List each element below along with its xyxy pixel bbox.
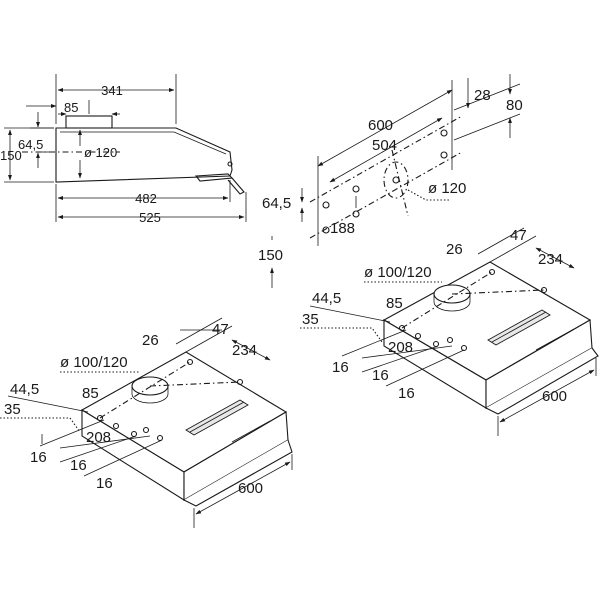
outlet-circle	[383, 161, 409, 199]
hood-left-dim-208: 208	[86, 429, 111, 446]
mount-hole-2	[322, 226, 330, 234]
hood-right-dim-208: 208	[388, 339, 413, 356]
hood-right-dim-47: 47	[510, 227, 527, 244]
mount-hole-5	[440, 129, 448, 137]
mount-hole-1	[322, 201, 330, 209]
side-handle	[227, 177, 245, 195]
hood-right-dim-35: 35	[302, 311, 319, 328]
mount-hole-6	[440, 151, 448, 159]
mount-hole-4	[352, 210, 360, 218]
hood-right-dim-16c: 16	[398, 385, 415, 402]
hood-left-dim-26: 26	[142, 332, 159, 349]
hood-right-dim-26: 26	[446, 241, 463, 258]
hood-left-dim-16b: 16	[70, 457, 87, 474]
hood-left-dim-16a: 16	[30, 449, 47, 466]
hood-right-dim-600: 600	[542, 388, 567, 405]
outlet-center	[392, 176, 400, 184]
hood-left-vent	[185, 399, 249, 436]
dim-150-label: 150	[0, 148, 22, 163]
side-collar	[65, 115, 113, 129]
dim-85-label: 85	[64, 100, 78, 115]
hood-right-view: 26 47 234 ø 100/120 44,5 85 35 208 16 16…	[300, 227, 599, 436]
hood-left-dim-44-5: 44,5	[10, 381, 39, 398]
hood-right-vent	[487, 309, 551, 346]
hood-left-dim-234: 234	[232, 342, 257, 359]
dim-diameter-120-label: ø 120	[84, 145, 117, 160]
hood-left-dim-85: 85	[82, 385, 99, 402]
side-view: 341 85 64,5 150 ø 120 482 525	[0, 74, 247, 225]
wall-mount-view: 600 504 28 80 64,5 ø 120	[258, 74, 523, 288]
side-knob	[227, 161, 233, 167]
hood-left-dim-16c: 16	[96, 475, 113, 492]
dim-80-label: 80	[506, 97, 523, 114]
dim-64-5-wall-label: 64,5	[262, 195, 291, 212]
hood-right-dim-16a: 16	[332, 359, 349, 376]
hood-right-dim-44-5: 44,5	[312, 290, 341, 307]
hood-right-light-strip	[535, 328, 575, 351]
hood-right-dim-collar: ø 100/120	[364, 264, 432, 281]
dim-150-wall-label: 150	[258, 247, 283, 264]
dim-188-label: 188	[330, 220, 355, 237]
hood-right-dim-234: 234	[538, 251, 563, 268]
side-body-outline	[55, 127, 233, 183]
dim-64-5-label: 64,5	[18, 137, 43, 152]
dim-600-top-label: 600	[368, 117, 393, 134]
dim-525-label: 525	[139, 210, 161, 225]
mount-hole-3	[352, 185, 360, 193]
dim-482-label: 482	[135, 191, 157, 206]
dim-diameter-120-wall-label: ø 120	[428, 180, 466, 197]
dim-341-label: 341	[101, 83, 123, 98]
hood-left-dim-600: 600	[238, 480, 263, 497]
hood-left-dim-47: 47	[212, 321, 229, 338]
hood-left-dim-35: 35	[4, 401, 21, 418]
side-inner-line	[60, 131, 227, 155]
hood-right-dim-16b: 16	[372, 367, 389, 384]
dim-28-label: 28	[474, 87, 491, 104]
dim-504-label: 504	[372, 137, 397, 154]
hood-left-view: 26 47 234 ø 100/120 44,5 85 35 208 16 16…	[0, 317, 293, 528]
hood-left-dim-collar: ø 100/120	[60, 354, 128, 371]
hood-left-light-strip	[231, 420, 271, 443]
hood-right-dim-85: 85	[386, 295, 403, 312]
